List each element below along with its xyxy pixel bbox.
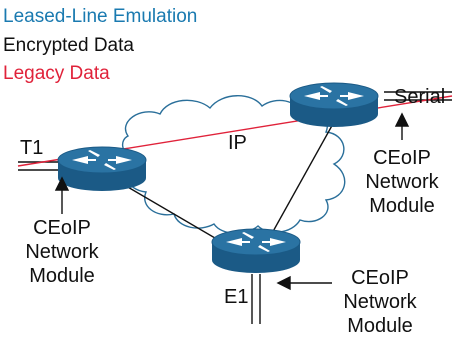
t1-label: T1	[20, 137, 44, 159]
module-line: Module	[369, 195, 435, 217]
router-icon	[211, 228, 301, 273]
arrow-icon	[54, 176, 70, 214]
ip-cloud-label: IP	[228, 132, 247, 154]
module-line: Network	[25, 241, 99, 263]
arrow-icon	[394, 112, 410, 140]
module-label-bottom: CEoIP Network Module	[332, 266, 428, 338]
module-line: CEoIP	[351, 267, 409, 289]
module-line: Network	[343, 291, 417, 313]
ip-cloud	[121, 95, 346, 234]
router-icon	[289, 82, 379, 127]
module-line: Module	[29, 265, 95, 287]
module-line: Network	[365, 171, 439, 193]
module-label-left: CEoIP Network Module	[14, 216, 110, 288]
module-line: CEoIP	[373, 147, 431, 169]
module-line: Module	[347, 315, 413, 337]
router-icon	[57, 146, 147, 191]
arrow-icon	[276, 275, 332, 291]
legend-encrypted-data: Encrypted Data	[3, 35, 134, 56]
module-line: CEoIP	[33, 217, 91, 239]
legend-legacy-data: Legacy Data	[3, 63, 110, 84]
legend-leased-line: Leased-Line Emulation	[3, 6, 198, 27]
e1-label: E1	[224, 286, 249, 308]
serial-label: Serial	[394, 86, 446, 108]
module-label-right: CEoIP Network Module	[354, 146, 450, 218]
